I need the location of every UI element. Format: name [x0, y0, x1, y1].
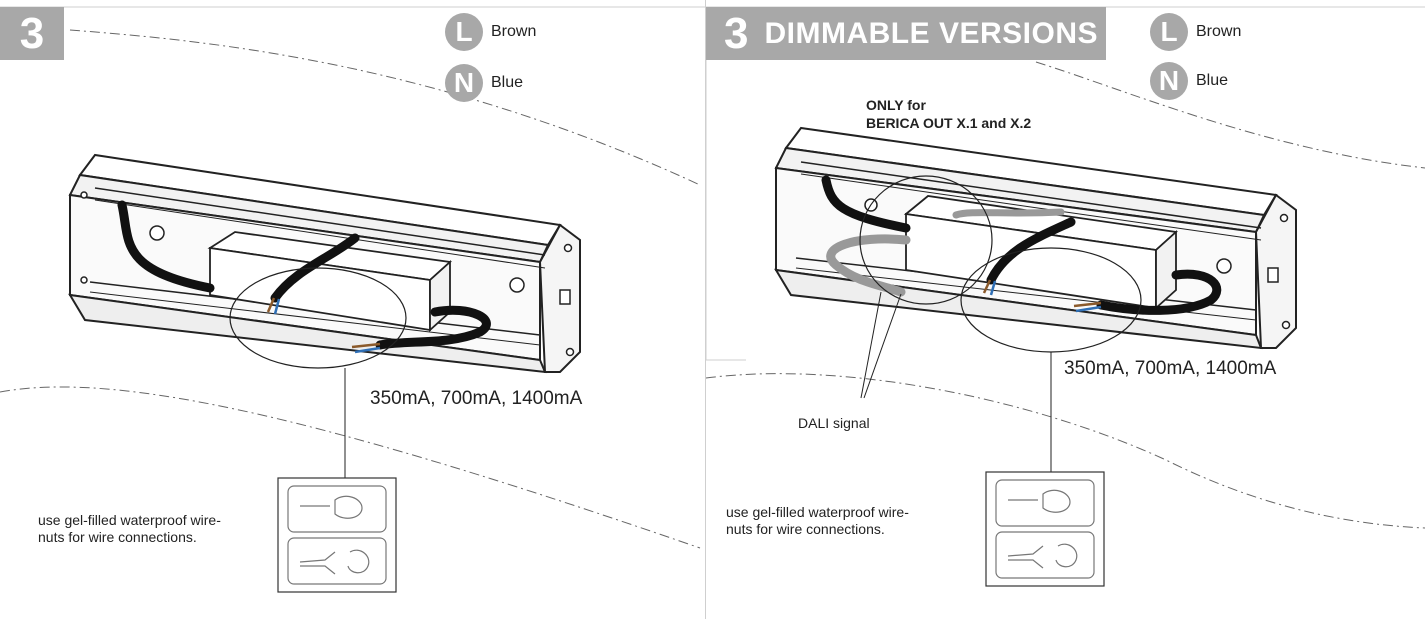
standard-wiring-diagram [0, 6, 705, 593]
live-letter-icon: L [1150, 13, 1188, 51]
driver-input-cable [986, 217, 1076, 285]
dimmable-wiring-diagram [706, 6, 1425, 587]
blue-wire [354, 346, 381, 354]
legend-neutral: N Blue [1150, 62, 1228, 100]
current-ratings: 350mA, 700mA, 1400mA [1064, 358, 1277, 379]
wire-nut-note: use gel-filled waterproof wire- nuts for… [726, 504, 909, 537]
legend-neutral: N Blue [445, 64, 523, 102]
neutral-letter-icon: N [445, 64, 483, 102]
brown-wire [266, 297, 276, 313]
mains-cable [117, 200, 215, 293]
mains-cable [821, 175, 911, 233]
blue-wire [989, 280, 997, 296]
brown-wire [982, 279, 992, 294]
wire-nut-detail [277, 477, 397, 593]
neutral-color-label: Blue [1196, 72, 1229, 89]
blue-wire [1075, 305, 1102, 313]
driver-input-cable [270, 233, 360, 303]
dali-signal-label: DALI signal [798, 415, 870, 431]
detail-callout [229, 267, 407, 369]
legend-live: L Brown [445, 13, 536, 51]
current-ratings: 350mA, 700mA, 1400mA [370, 388, 583, 409]
wire-nut-note: use gel-filled waterproof wire- nuts for… [38, 512, 221, 545]
dali-leader [860, 291, 882, 399]
cut-line-top [1035, 61, 1425, 169]
screw-icon [1216, 258, 1232, 274]
neutral-letter-icon: N [1150, 62, 1188, 100]
model-restriction-note: ONLY for BERICA OUT X.1 and X.2 [866, 97, 1032, 131]
step-number: 3 [724, 8, 749, 58]
live-letter-icon: L [445, 13, 483, 51]
cut-line-bottom [706, 373, 1425, 529]
legend-live: L Brown [1150, 13, 1241, 51]
step-badge: 3 [0, 7, 64, 60]
dali-callout [859, 175, 993, 305]
driver-output-cable [1096, 269, 1222, 315]
step-title: DIMMABLE VERSIONS [764, 16, 1099, 50]
neutral-color-label: Blue [491, 74, 524, 91]
live-color-label: Brown [1196, 23, 1242, 40]
panel-dimmable: 3 DIMMABLE VERSIONS L Brown N Blue ONLY … [706, 0, 1425, 619]
brown-wire [1073, 301, 1102, 308]
step-badge: 3 DIMMABLE VERSIONS [706, 7, 1106, 60]
wire-nut-detail [985, 471, 1105, 587]
driver-output-cable [375, 305, 491, 350]
step-number: 3 [19, 8, 45, 58]
dali-leader [863, 293, 902, 399]
brown-wire [351, 342, 381, 349]
cut-line-bottom [0, 386, 701, 549]
screw-icon [149, 225, 165, 241]
cut-line-top [69, 29, 701, 186]
blue-wire [273, 298, 281, 315]
live-color-label: Brown [491, 23, 537, 40]
panel-standard: 3 L Brown N Blue 350mA, 700mA, 1400mA us… [0, 0, 705, 619]
screw-icon [509, 277, 525, 293]
